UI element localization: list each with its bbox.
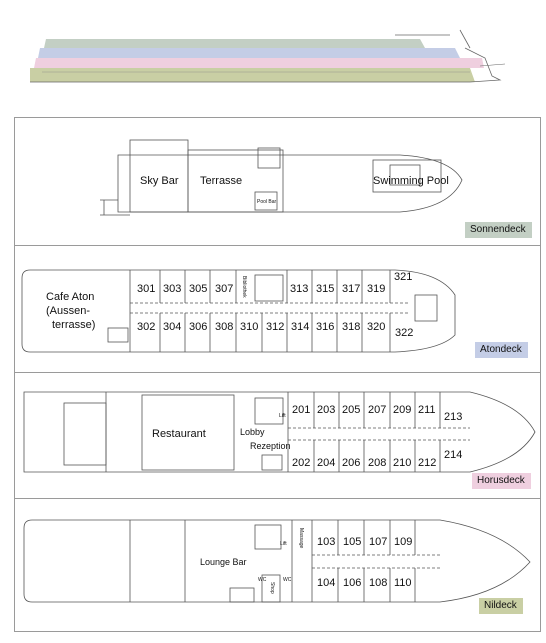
- cabin-310: 310: [240, 321, 259, 333]
- cabin-207: 207: [368, 404, 387, 416]
- sonnendeck-stairs: [257, 147, 281, 169]
- wc-label-2: WC: [283, 577, 292, 583]
- cabin-317: 317: [342, 283, 361, 295]
- cabin-322: 322: [395, 327, 414, 339]
- cabin-307: 307: [215, 283, 234, 295]
- cabin-210: 210: [393, 457, 412, 469]
- aton-stern-steps: [107, 327, 129, 343]
- rezeption-label: Rezeption: [250, 441, 291, 451]
- cabin-314: 314: [291, 321, 310, 333]
- nil-stairs: [254, 524, 282, 550]
- cabin-315: 315: [316, 283, 335, 295]
- bibliothek-label: Bibliothek: [241, 276, 247, 298]
- cabin-201: 201: [292, 404, 311, 416]
- aton-bow-room: [414, 294, 438, 322]
- cabin-108: 108: [369, 577, 388, 589]
- lobby-label: Lobby: [240, 427, 265, 437]
- lounge-bar-label: Lounge Bar: [200, 557, 247, 567]
- nil-lift-label: Lift: [280, 541, 287, 547]
- pool-outline: [372, 159, 442, 193]
- cabin-212: 212: [418, 457, 437, 469]
- cabin-105: 105: [343, 536, 362, 548]
- cabin-103: 103: [317, 536, 336, 548]
- massage-label: Massage: [298, 528, 304, 549]
- cabin-316: 316: [316, 321, 335, 333]
- cabin-214: 214: [444, 449, 463, 461]
- cabin-306: 306: [189, 321, 208, 333]
- wc-label-1: WC: [258, 577, 267, 583]
- cabin-318: 318: [342, 321, 361, 333]
- cabin-203: 203: [317, 404, 336, 416]
- pool-inner: [389, 164, 421, 186]
- cabin-209: 209: [393, 404, 412, 416]
- divider-horus-nil: [14, 498, 541, 499]
- cabin-109: 109: [394, 536, 413, 548]
- cabin-213: 213: [444, 411, 463, 423]
- horus-stairs: [254, 397, 284, 425]
- deck-plans-frame: [14, 117, 541, 632]
- cabin-211: 211: [418, 404, 436, 416]
- hull-outline: [30, 47, 502, 83]
- cabin-303: 303: [163, 283, 182, 295]
- aton-stairs: [254, 274, 284, 302]
- cabin-106: 106: [343, 577, 362, 589]
- cabin-208: 208: [368, 457, 387, 469]
- cabin-110: 110: [394, 577, 412, 589]
- sky-bar-label: Sky Bar: [140, 175, 179, 187]
- terrasse-label: Terrasse: [200, 175, 243, 187]
- atondeck-band: [38, 48, 460, 58]
- deck-tag-atondeck: Atondeck: [475, 342, 528, 358]
- sonnendeck-outline: [117, 154, 463, 213]
- pool-bar-label: Pool Bar: [257, 199, 277, 205]
- cabin-321: 321: [394, 271, 413, 283]
- deck-tag-sonnendeck: Sonnendeck: [465, 222, 532, 238]
- swimming-pool-label: Swimming Pool: [373, 175, 449, 187]
- cafe-aton-label: Cafe Aton: [46, 291, 95, 303]
- hull-nildeck-band: [30, 68, 475, 82]
- cabin-320: 320: [367, 321, 386, 333]
- cabin-308: 308: [215, 321, 234, 333]
- cabin-107: 107: [369, 536, 388, 548]
- cabin-313: 313: [290, 283, 309, 295]
- cabin-305: 305: [189, 283, 208, 295]
- cabin-202: 202: [292, 457, 311, 469]
- cabin-206: 206: [342, 457, 361, 469]
- terrasse-area: [187, 149, 284, 213]
- cafe-aton-label-2: (Aussen-: [46, 305, 91, 317]
- stern-ladder: [100, 199, 130, 216]
- deck-tag-horusdeck: Horusdeck: [472, 473, 531, 489]
- cabin-302: 302: [137, 321, 156, 333]
- horus-stern-room: [63, 402, 107, 466]
- divider-aton-horus: [14, 372, 541, 373]
- atondeck-outline: [21, 269, 456, 353]
- restaurant-label: Restaurant: [152, 428, 206, 440]
- deck-tag-nildeck: Nildeck: [479, 598, 523, 614]
- ship-side-view: [30, 29, 506, 83]
- shop-label: Shop: [269, 582, 275, 594]
- cabin-104: 104: [317, 577, 336, 589]
- divider-sonnen-aton: [14, 245, 541, 246]
- horusdeck-outline: [23, 391, 536, 473]
- restaurant-room: [141, 394, 235, 471]
- pool-bar-box: [254, 191, 278, 211]
- cabin-319: 319: [367, 283, 386, 295]
- cabin-304: 304: [163, 321, 182, 333]
- cabin-205: 205: [342, 404, 361, 416]
- cabin-301: 301: [137, 283, 156, 295]
- sonnendeck-band: [44, 39, 425, 48]
- cabin-312: 312: [266, 321, 285, 333]
- nildeck-outline: [23, 519, 531, 603]
- horus-lift-label: Lift: [279, 413, 286, 419]
- cafe-aton-label-3: terrasse): [52, 319, 96, 331]
- cabin-204: 204: [317, 457, 336, 469]
- horusdeck-band: [34, 58, 484, 68]
